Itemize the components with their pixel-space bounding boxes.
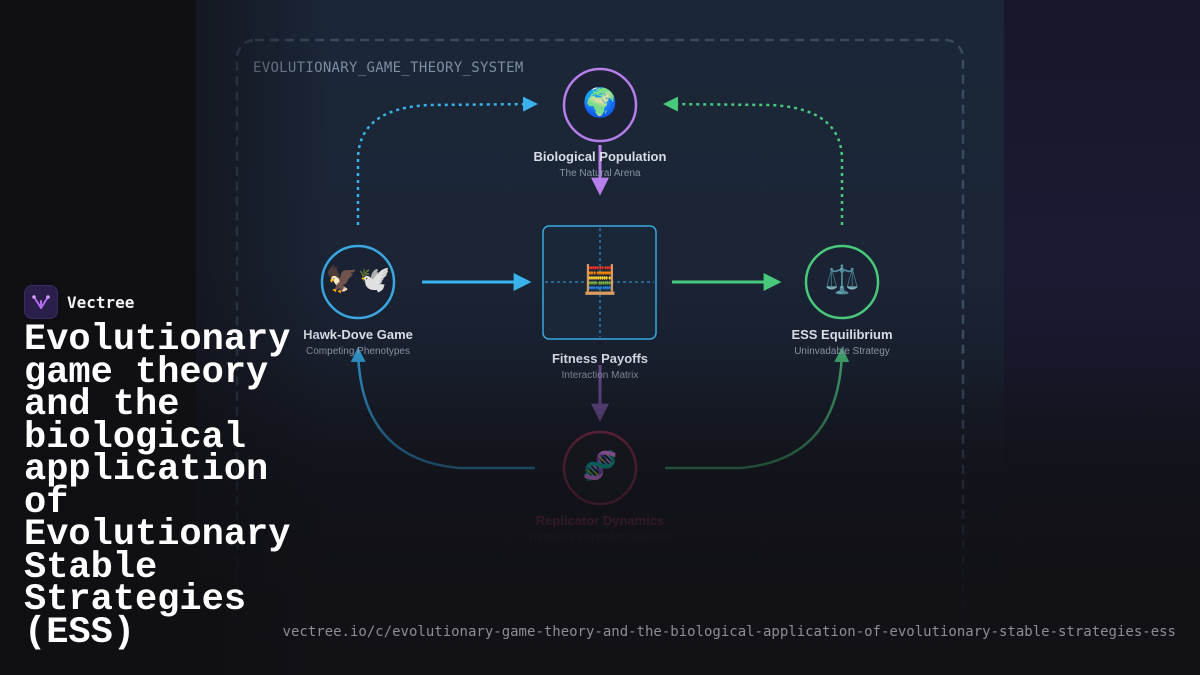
page-title: Evolutionary game theory and the biologi… [24, 319, 291, 654]
ess-subtitle: Uninvadable Strategy [794, 346, 890, 357]
fitness-subtitle: Interaction Matrix [561, 370, 639, 381]
edge-ess-to-population [663, 96, 844, 225]
vectree-logo-icon [24, 285, 58, 319]
replicator-title: Replicator Dynamics [535, 513, 665, 528]
source-url[interactable]: vectree.io/c/evolutionary-game-theory-an… [282, 624, 1176, 640]
system-label: EVOLUTIONARY_GAME_THEORY_SYSTEM [253, 60, 524, 76]
fitness-title: Fitness Payoffs [551, 351, 649, 366]
globe-icon: 🌍 [582, 86, 618, 119]
population-title: Biological Population [533, 149, 667, 164]
abacus-icon: 🧮 [582, 263, 618, 296]
edge-hawkdove-to-population [356, 96, 538, 225]
hawk-dove-icon: 🦅🕊️ [325, 265, 391, 295]
edge-replicator-to-ess [665, 347, 850, 470]
edge-replicator-to-hawkdove [350, 347, 535, 470]
population-subtitle: The Natural Arena [559, 168, 641, 179]
brand[interactable]: Vectree [24, 285, 134, 319]
dna-icon: 🧬 [582, 449, 618, 482]
replicator-subtitle: Frequency Dependent Selection [528, 532, 672, 543]
ess-title: ESS Equilibrium [791, 327, 893, 342]
scales-icon: ⚖️ [824, 263, 860, 296]
brand-name: Vectree [67, 292, 135, 312]
